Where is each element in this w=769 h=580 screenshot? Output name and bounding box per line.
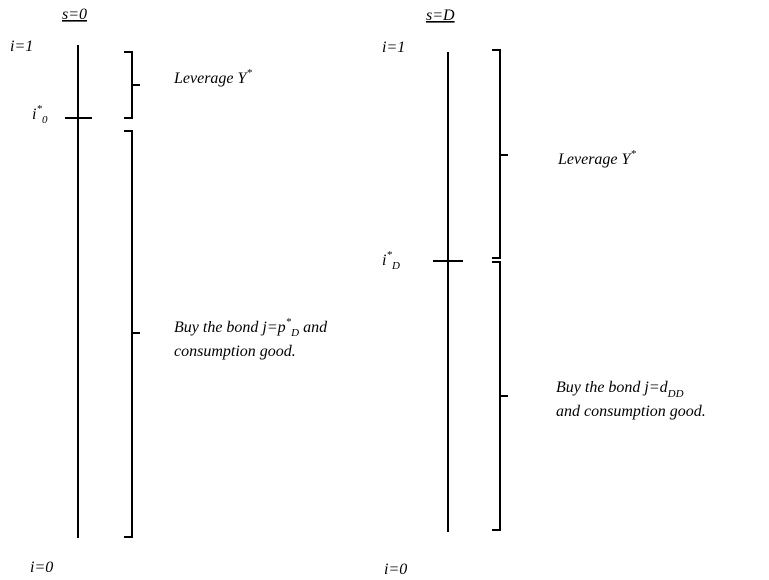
right-panel: s=D i=1 i*D Leverage Y* Buy the bond j=d… [382, 7, 706, 578]
right-top-label: i=1 [382, 39, 405, 56]
left-state-label: s=0 [62, 6, 87, 23]
left-upper-bracket-label: Leverage Y* [173, 67, 252, 87]
right-lower-bracket-label-line2: and consumption good. [556, 403, 706, 420]
left-lower-bracket-label-line2: consumption good. [174, 343, 296, 360]
left-lower-bracket-label-line1: Buy the bond j=p*D and [174, 316, 328, 339]
right-lower-bracket [492, 261, 508, 531]
right-marginal-label: i*D [382, 249, 400, 272]
left-upper-bracket [124, 51, 140, 119]
right-lower-bracket-label-line1: Buy the bond j=dDD [556, 379, 684, 400]
left-bottom-label: i=0 [30, 559, 53, 576]
right-upper-bracket-label: Leverage Y* [557, 148, 636, 168]
right-state-label: s=D [426, 7, 455, 24]
left-lower-bracket [124, 130, 140, 538]
right-bottom-label: i=0 [384, 561, 407, 578]
right-upper-bracket [492, 49, 508, 259]
left-panel: s=0 i=1 i*0 Leverage Y* Buy the bond j=p… [10, 6, 328, 576]
left-marginal-label: i*0 [32, 103, 48, 126]
left-top-label: i=1 [10, 38, 33, 55]
